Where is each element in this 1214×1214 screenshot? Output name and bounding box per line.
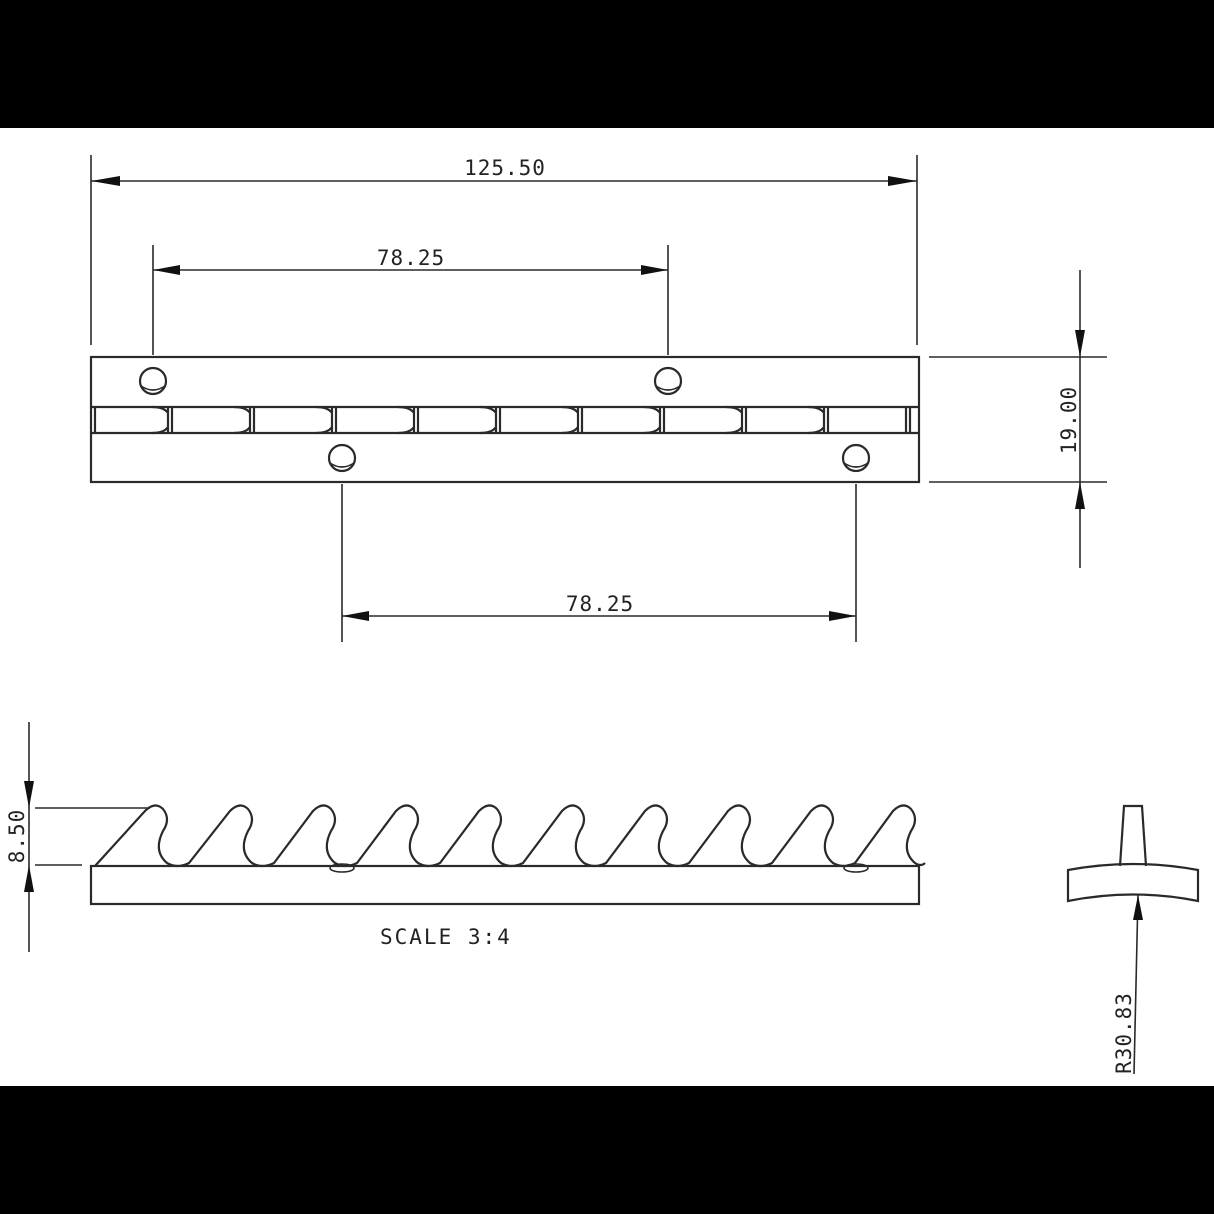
- top-view: 125.50 78.25 78.25: [89, 155, 1107, 642]
- knuckle-wave-profile: [94, 804, 926, 868]
- hole-upper-right: [653, 366, 683, 396]
- knuckle-dividers: [93, 405, 912, 435]
- end-view: R30.83: [1066, 804, 1200, 1075]
- upper-hole-spacing-label: 78.25: [377, 246, 445, 270]
- dimension-radius: R30.83: [1112, 894, 1143, 1075]
- dimension-height: 8.50: [5, 722, 150, 952]
- end-view-curved-leaf: [1066, 862, 1200, 903]
- side-view: 8.50 SCALE 3:4: [5, 722, 926, 952]
- end-view-stem: [1118, 804, 1148, 867]
- dimension-overall-length: 125.50: [90, 155, 918, 345]
- hole-lower-right: [841, 443, 871, 473]
- dimension-lower-hole-spacing: 78.25: [341, 484, 857, 642]
- side-hole-right: [843, 863, 869, 873]
- bottom-black-band: [0, 1086, 1214, 1214]
- width-label: 19.00: [1057, 386, 1081, 454]
- technical-drawing: 125.50 78.25 78.25: [5, 155, 1200, 1075]
- side-hole-left: [329, 863, 355, 873]
- mounting-holes: [138, 366, 871, 473]
- dimension-width: 19.00: [929, 270, 1107, 568]
- scale-note: SCALE 3:4: [380, 925, 512, 949]
- dimension-upper-hole-spacing: 78.25: [152, 245, 669, 355]
- top-black-band: [0, 0, 1214, 128]
- radius-label: R30.83: [1112, 992, 1136, 1074]
- overall-length-label: 125.50: [464, 156, 546, 180]
- hole-upper-left: [138, 366, 168, 396]
- lower-hole-spacing-label: 78.25: [566, 592, 634, 616]
- side-base-plate: [89, 864, 921, 906]
- hole-lower-left: [327, 443, 357, 473]
- height-label: 8.50: [5, 809, 29, 864]
- hinge-plate-outline: [89, 355, 921, 484]
- drawing-sheet: 125.50 78.25 78.25: [0, 128, 1214, 1086]
